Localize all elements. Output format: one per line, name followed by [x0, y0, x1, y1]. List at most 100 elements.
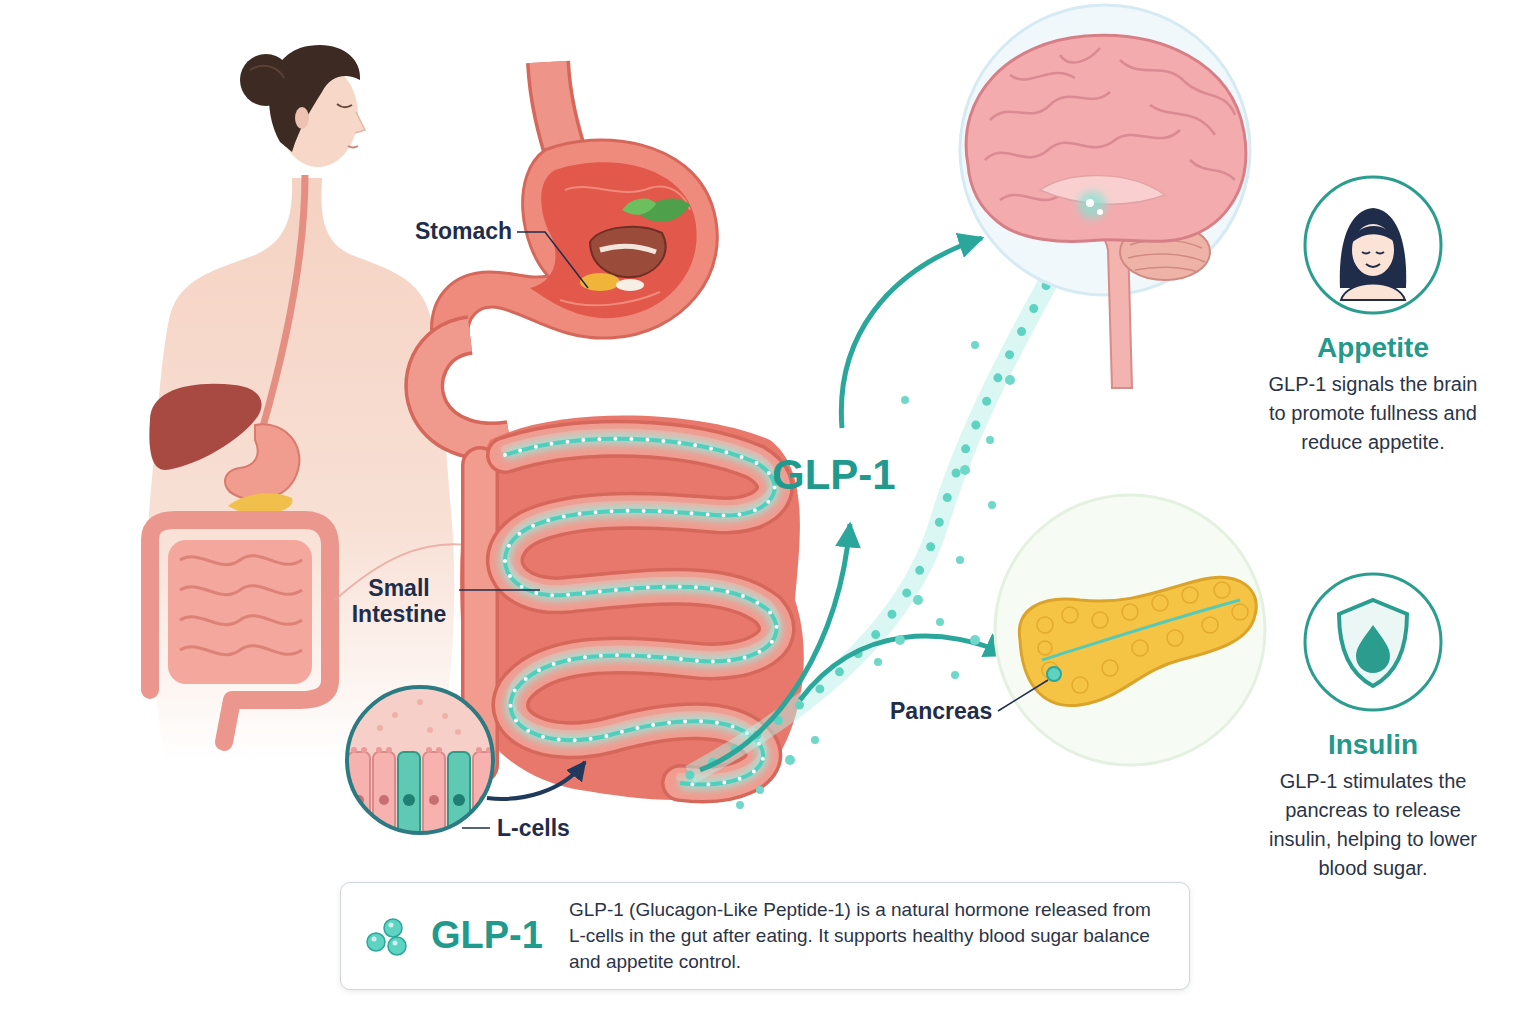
woman-figure-part: [225, 424, 299, 499]
woman-figure-part: [337, 104, 352, 107]
part-label: Small Intestine: [343, 575, 455, 628]
small-intestine-illustration-part: [505, 439, 777, 785]
glp1-bubbles-part: [372, 937, 377, 942]
insulin-icon-part: [1356, 625, 1390, 673]
glp1-bubbles-part: [367, 933, 385, 951]
appetite-icon-part: [1305, 177, 1441, 313]
glp1-flow-part: [700, 524, 850, 770]
small-intestine-illustration-part: [505, 439, 777, 785]
woman-figure-part: [250, 66, 284, 78]
glp1-flow-part-part: [811, 736, 819, 744]
appetite-icon-part: [1341, 284, 1405, 301]
l-cells-inset-part-part: [354, 795, 489, 805]
definition-box: GLP-1GLP-1 (Glucagon-Like Peptide-1) is …: [340, 882, 1190, 990]
pancreas-illustration-part-part: [1182, 587, 1198, 603]
glp1-flow-part-part: [956, 556, 964, 564]
small-intestine-illustration-part: [505, 439, 777, 785]
appetite-icon-part: [1362, 252, 1384, 254]
hormone-label: GLP-1: [772, 452, 896, 498]
glp1-flow-part-part: [874, 658, 882, 666]
pancreas-illustration-part: [995, 495, 1265, 765]
glp1-flow-part-part: [756, 786, 764, 794]
glp1-flow-part-part: [913, 595, 923, 605]
appetite-icon-part: [1366, 264, 1380, 267]
appetite-icon-part: [1340, 208, 1406, 288]
brain-illustration: [960, 5, 1250, 388]
panel-body: GLP-1 signals the brain to promote fulln…: [1262, 370, 1484, 457]
glp1-flow-part: [736, 256, 1039, 809]
stomach-illustration-part: [560, 187, 690, 306]
part-label: Pancreas: [890, 698, 992, 724]
leader-lines-part: [998, 680, 1048, 711]
pancreas-illustration-part-part: [1037, 617, 1053, 633]
appetite-panel: AppetiteGLP-1 signals the brain to promo…: [1228, 170, 1518, 457]
stomach-illustration-part: [616, 279, 644, 291]
l-cells-inset-part-part-part: [386, 747, 392, 753]
l-cells-inset-part-part-part: [427, 727, 433, 733]
l-cells-inset-part-part-part: [376, 747, 382, 753]
l-cells-inset: [340, 680, 585, 842]
stomach-illustration-part: [580, 273, 620, 291]
brain-illustration-part: [1078, 191, 1106, 219]
small-intestine-illustration-part: [505, 439, 777, 785]
glp1-flow-part-part: [986, 436, 994, 444]
brain-illustration-part: [960, 5, 1250, 295]
l-cells-inset-part-part-part: [392, 712, 398, 718]
pancreas-illustration-part: [1047, 667, 1061, 681]
glp1-bubbles-part: [384, 919, 402, 937]
stomach-illustration-part: [590, 227, 666, 277]
woman-figure-part: [348, 146, 358, 148]
glp1-bubbles-part: [388, 937, 406, 955]
icon-circle: [1298, 170, 1448, 320]
woman-figure-part: [295, 107, 309, 129]
glp1-flow-part-part: [901, 396, 909, 404]
woman-figure-part: [262, 175, 305, 430]
pancreas-illustration-part-part: [1167, 630, 1183, 646]
pancreas-illustration-part-part: [1092, 612, 1108, 628]
brain-illustration-part: [1086, 199, 1094, 207]
woman-figure-part: [149, 384, 261, 470]
leader-lines: [459, 232, 1048, 828]
l-cells-inset-part-part-part: [403, 794, 415, 806]
glp1-flow-part-part: [971, 341, 979, 349]
insulin-icon-part: [1305, 574, 1441, 710]
insulin-icon: [1298, 567, 1448, 717]
pancreas-illustration-part-part: [1214, 582, 1230, 598]
panel-heading: Appetite: [1228, 330, 1518, 366]
woman-figure-part: [168, 540, 312, 684]
pancreas-illustration-part-part: [1202, 617, 1218, 633]
l-cells-inset-part-part-part: [436, 747, 442, 753]
l-cells-inset-part-part-part: [361, 747, 367, 753]
glp1-bubbles: [363, 914, 419, 958]
l-cells-inset-part: [347, 687, 493, 833]
glp1-flow-part: [800, 636, 1008, 700]
l-cells-inset-part-part-part: [455, 729, 461, 735]
stomach-illustration-part: [600, 246, 656, 252]
pancreas-illustration-part-part: [1132, 640, 1148, 656]
insulin-icon-part: [1339, 600, 1407, 686]
stomach-illustration-part: [622, 199, 656, 215]
brain-illustration-part: [1097, 209, 1103, 215]
glp1-flow-part-part: [960, 465, 970, 475]
l-cells-inset-part-part-part: [429, 795, 439, 805]
pancreas-illustration-part-part: [1232, 604, 1248, 620]
l-cells-inset-part-part: [403, 794, 465, 806]
pancreas-illustration-part-part: [1062, 607, 1078, 623]
l-cells-inset-part-part-part: [351, 747, 357, 753]
box-description: GLP-1 (Glucagon-Like Peptide-1) is a nat…: [569, 897, 1167, 975]
pancreas-illustration-part: [1042, 600, 1240, 660]
l-cells-inset-part-part-part: [417, 699, 423, 705]
insulin-panel: InsulinGLP-1 stimulates the pancreas to …: [1228, 567, 1518, 883]
l-cells-inset-part-part-part: [453, 794, 465, 806]
small-intestine-illustration-part: [424, 335, 510, 441]
stomach-illustration: [432, 62, 718, 338]
small-intestine-illustration-part: [505, 439, 777, 785]
panel-heading: Insulin: [1228, 727, 1518, 763]
panel-body: GLP-1 stimulates the pancreas to release…: [1262, 767, 1484, 883]
glp1-flow-part: [690, 195, 1095, 775]
l-cells-inset-part-part-part: [379, 795, 389, 805]
brain-illustration-part: [966, 35, 1246, 241]
glp1-flow-part-part: [1005, 375, 1015, 385]
